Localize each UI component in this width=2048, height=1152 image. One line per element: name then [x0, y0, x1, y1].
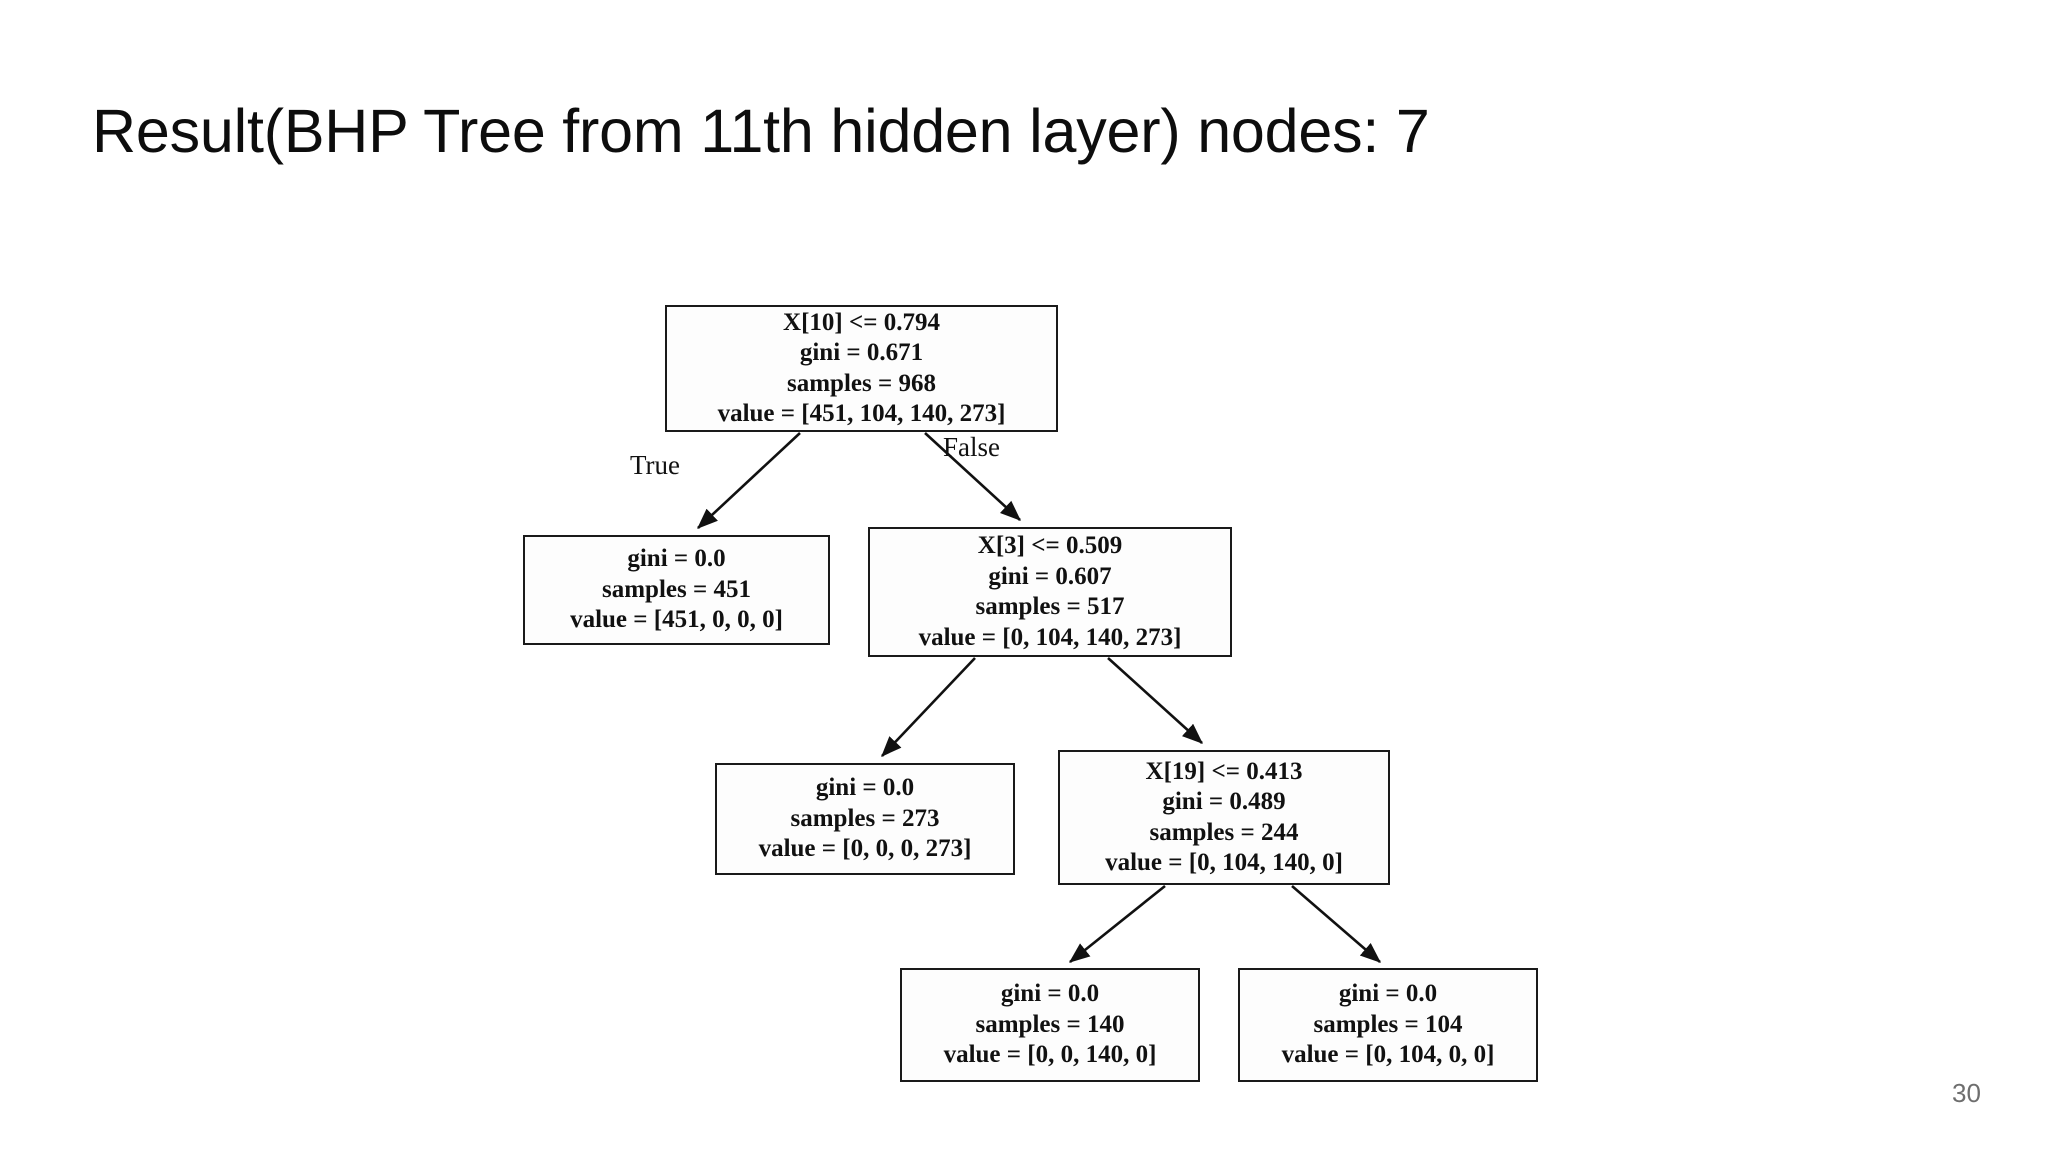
node-value: value = [0, 0, 140, 0]: [943, 1041, 1157, 1069]
node-samples: samples = 451: [602, 575, 751, 603]
tree-node-leaf-140[interactable]: gini = 0.0 samples = 140 value = [0, 0, …: [900, 968, 1200, 1082]
tree-node-x19[interactable]: X[19] <= 0.413 gini = 0.489 samples = 24…: [1058, 750, 1390, 885]
node-gini: gini = 0.0: [627, 545, 726, 573]
node-gini: gini = 0.489: [1162, 788, 1286, 815]
node-value: value = [0, 104, 0, 0]: [1281, 1041, 1495, 1069]
node-value: value = [0, 104, 140, 0]: [1105, 849, 1343, 876]
edge-nodex19-to-leaf140: [1068, 884, 1166, 964]
node-samples: samples = 968: [787, 369, 936, 397]
node-samples: samples = 104: [1313, 1010, 1463, 1038]
node-value: value = [0, 0, 0, 273]: [758, 835, 972, 863]
edge-label-true: True: [630, 450, 681, 480]
node-gini: gini = 0.607: [988, 562, 1112, 590]
node-samples: samples = 273: [790, 804, 940, 832]
node-condition: X[3] <= 0.509: [977, 532, 1123, 559]
tree-node-leaf-273[interactable]: gini = 0.0 samples = 273 value = [0, 0, …: [715, 763, 1015, 875]
node-gini: gini = 0.671: [799, 339, 924, 366]
node-samples: samples = 140: [975, 1010, 1125, 1038]
node-value: value = [451, 104, 140, 273]: [717, 400, 1006, 427]
tree-node-root[interactable]: X[10] <= 0.794 gini = 0.671 samples = 96…: [665, 305, 1058, 432]
node-gini: gini = 0.0: [1338, 980, 1438, 1008]
node-condition: X[10] <= 0.794: [783, 308, 940, 336]
page-number: 30: [1952, 1078, 1981, 1108]
tree-node-x3[interactable]: X[3] <= 0.509 gini = 0.607 samples = 517…: [868, 527, 1232, 657]
node-samples: samples = 244: [1149, 818, 1299, 846]
node-value: value = [0, 104, 140, 273]: [918, 623, 1182, 651]
page-title: Result(BHP Tree from 11th hidden layer) …: [92, 97, 1430, 165]
tree-edges-svg: [697, 432, 1381, 964]
decision-tree-figure: True False X[10] <= 0.794 gini = 0.671 s…: [430, 250, 1680, 1130]
node-value: value = [451, 0, 0, 0]: [570, 606, 783, 634]
node-samples: samples = 517: [975, 593, 1125, 620]
node-gini: gini = 0.0: [1000, 980, 1100, 1008]
edge-label-false: False: [943, 432, 1000, 462]
tree-node-leaf-104[interactable]: gini = 0.0 samples = 104 value = [0, 104…: [1238, 968, 1538, 1082]
tree-node-leaf-451[interactable]: gini = 0.0 samples = 451 value = [451, 0…: [523, 535, 830, 645]
node-gini: gini = 0.0: [815, 774, 915, 802]
edge-root-to-nodex3: [924, 432, 1021, 521]
edge-nodex19-to-leaf104: [1291, 885, 1381, 963]
node-condition: X[19] <= 0.413: [1145, 757, 1303, 785]
edge-nodex3-to-nodex19: [1107, 657, 1203, 744]
edge-nodex3-to-leaf273: [881, 657, 976, 757]
edge-root-to-leaf451: [697, 432, 801, 529]
